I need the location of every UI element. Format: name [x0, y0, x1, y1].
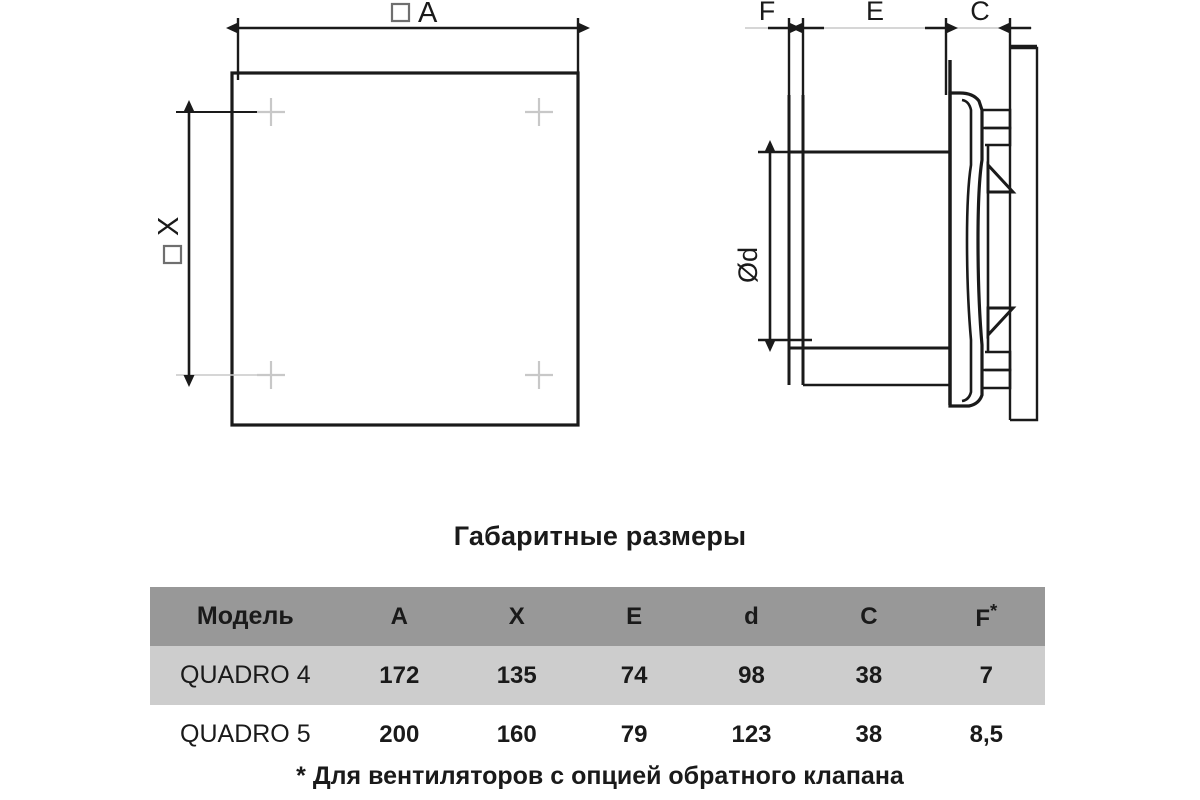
grille-slot-top [982, 108, 1012, 130]
cell-c: 38 [855, 661, 883, 689]
grille-slot-bottom [982, 368, 1012, 390]
mount-mark [257, 361, 285, 389]
table-row: QUADRO 5 200 160 79 123 38 8,5 [150, 705, 1045, 764]
grille-slot-bottom-inner [985, 350, 1012, 372]
cell-d: 123 [731, 720, 772, 748]
column-header-d: d [744, 602, 759, 630]
cell-model: QUADRO 5 [180, 720, 311, 748]
column-header-c: C [860, 602, 878, 630]
column-header-f-superscript: * [989, 600, 998, 621]
technical-drawings: A X [153, 0, 1039, 427]
table-header: Модель A X E d C F* [150, 587, 1045, 646]
front-panel-outline [230, 71, 580, 427]
cell-x: 160 [496, 720, 537, 748]
cell-d: 98 [738, 661, 765, 689]
column-header-model: Модель [196, 602, 294, 630]
column-header-x: X [508, 602, 525, 630]
dimension-label-diameter-d: Ød [733, 247, 763, 283]
table-header-row: Модель A X E d C F* [150, 587, 1045, 646]
table-footnote: * Для вентиляторов с опцией обратного кл… [296, 762, 904, 790]
faceplate-inner-contour [961, 98, 973, 403]
cell-e: 74 [620, 661, 648, 689]
square-symbol-a-icon [390, 2, 411, 23]
side-view-group: F E C Ød [733, 0, 1039, 422]
cell-c: 38 [855, 720, 883, 748]
grille-slot-top-inner [985, 126, 1012, 147]
cell-e: 79 [620, 720, 648, 748]
column-header-a: A [390, 602, 408, 630]
cell-x: 135 [496, 661, 537, 689]
cell-f: 7 [979, 661, 993, 689]
dimension-label-a: A [418, 0, 438, 29]
mount-marks [257, 98, 553, 389]
mount-mark [525, 98, 553, 126]
table-row: QUADRO 4 172 135 74 98 38 7 [150, 646, 1045, 705]
dimension-label-f: F [759, 0, 776, 26]
dimension-label-x: X [153, 217, 185, 236]
cell-model: QUADRO 4 [180, 661, 311, 689]
drawings-svg: A X [153, 0, 1039, 427]
front-cover-panel [1010, 46, 1039, 422]
column-header-f: F* [928, 587, 1045, 646]
table-body: QUADRO 4 172 135 74 98 38 7 QUADRO 5 200… [150, 646, 1045, 764]
mount-mark [525, 361, 553, 389]
column-header-f-text: F [975, 605, 990, 632]
faceplate-flange [948, 91, 984, 408]
cell-a: 172 [379, 661, 420, 689]
mount-mark [257, 98, 285, 126]
dimension-label-c: C [970, 0, 990, 26]
dimension-label-e: E [866, 0, 884, 26]
duct-sleeve-wall [787, 95, 805, 385]
dimensions-table: Модель A X E d C F* QUADRO 4 172 135 74 … [150, 587, 1045, 764]
column-header-e: E [626, 602, 643, 630]
cell-f: 8,5 [969, 720, 1003, 748]
square-symbol-x-icon [162, 244, 183, 265]
cell-a: 200 [379, 720, 420, 748]
page-title: Габаритные размеры [453, 521, 747, 551]
front-view-group: A X [153, 0, 590, 427]
